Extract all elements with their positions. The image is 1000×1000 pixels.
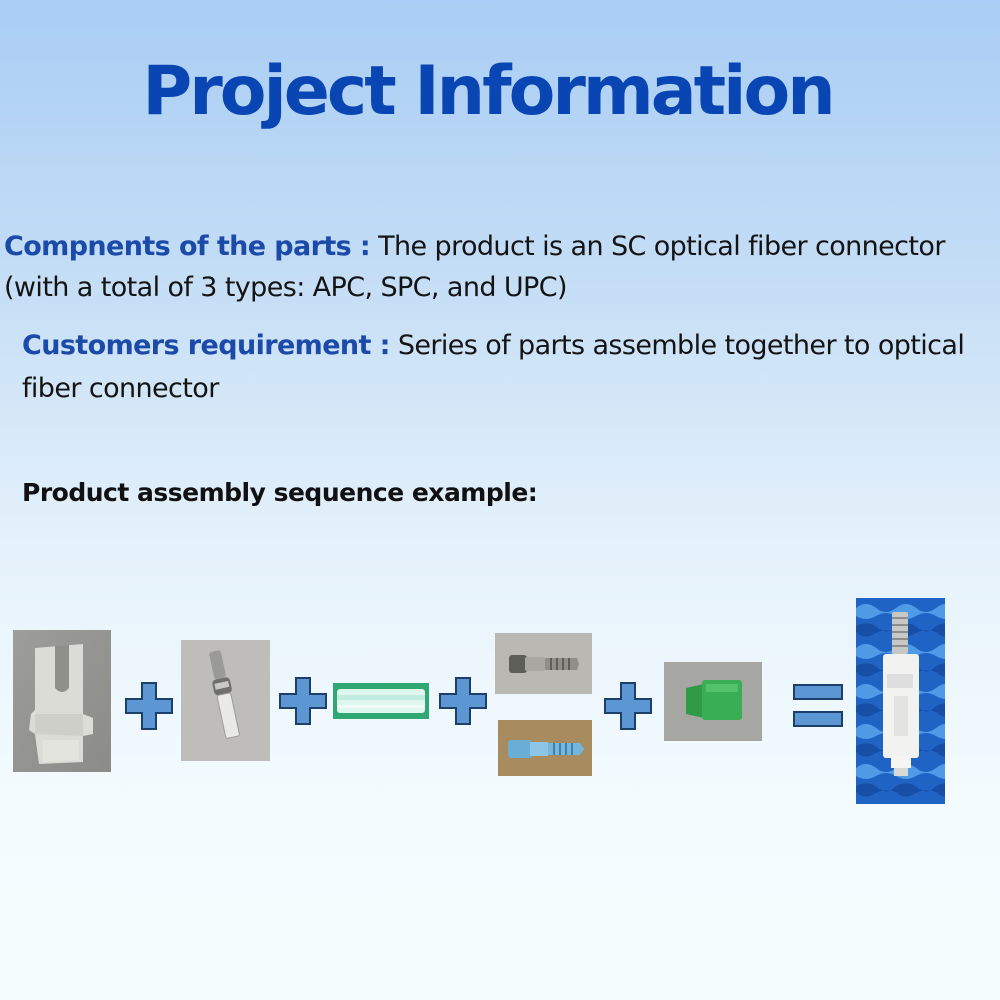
white-housing-part-image <box>13 630 111 772</box>
plus-icon <box>604 682 652 734</box>
green-boot-part-image <box>664 662 762 741</box>
page-title: Project Information <box>142 52 835 131</box>
requirement-label: Customers requirement : <box>22 330 390 361</box>
requirement-paragraph: Customers requirement : Series of parts … <box>22 324 982 410</box>
components-paragraph: Compnents of the parts : The product is … <box>4 226 1000 308</box>
metal-crimp-sleeve-part-image <box>495 633 592 694</box>
transparent-tube-part-image <box>333 683 429 719</box>
assembled-sc-connector-image <box>856 598 945 804</box>
requirement-text: Series of parts assemble together to opt… <box>22 330 965 404</box>
plus-icon <box>439 677 487 729</box>
equals-icon <box>793 684 843 732</box>
ferrule-pin-part-image <box>181 640 270 761</box>
components-text: The product is an SC optical fiber conne… <box>4 231 945 303</box>
plus-icon <box>125 682 173 734</box>
blue-metal-sleeve-part-image <box>498 720 592 776</box>
components-label: Compnents of the parts : <box>4 231 371 262</box>
sequence-heading: Product assembly sequence example: <box>22 478 538 507</box>
plus-icon <box>279 677 327 729</box>
